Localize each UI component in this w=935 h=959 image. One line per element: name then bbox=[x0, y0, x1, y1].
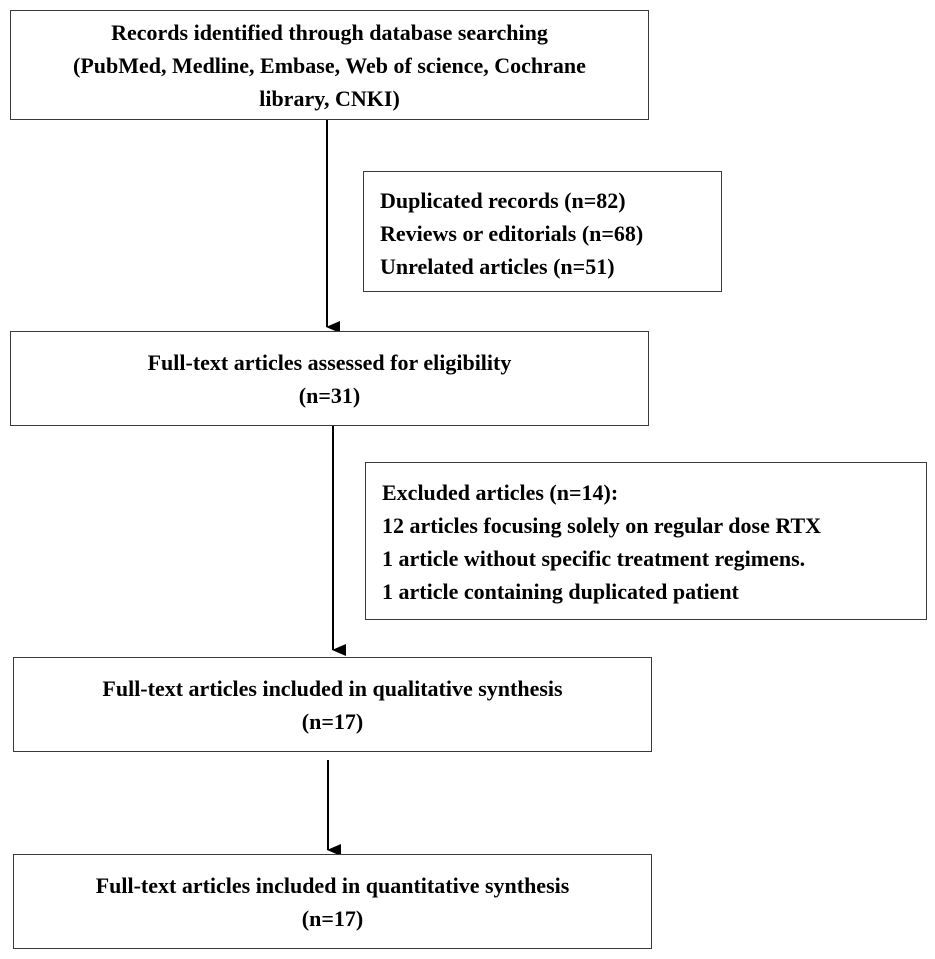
excluded-articles-text-clip: Excluded articles (n=14): 12 articles fo… bbox=[382, 476, 926, 606]
qualitative-synthesis-line-1: Full-text articles included in qualitati… bbox=[102, 675, 563, 701]
records-identified-line-2: (PubMed, Medline, Embase, Web of science… bbox=[73, 52, 586, 78]
excluded-no-regimen-line: 1 article without specific treatment reg… bbox=[382, 546, 806, 571]
quantitative-synthesis-line-2: (n=17) bbox=[301, 905, 364, 931]
unrelated-articles-line: Unrelated articles (n=51) bbox=[380, 254, 615, 279]
records-identified-line-3: library, CNKI) bbox=[259, 85, 400, 111]
records-identified-line-1: Records identified through database sear… bbox=[111, 19, 548, 45]
qualitative-synthesis-line-2: (n=17) bbox=[301, 708, 364, 734]
qualitative-synthesis-box: Full-text articles included in qualitati… bbox=[13, 657, 652, 752]
full-text-assessed-line-1: Full-text articles assessed for eligibil… bbox=[147, 349, 512, 375]
records-removed-box: Duplicated records (n=82) Reviews or edi… bbox=[363, 171, 722, 292]
reviews-editorials-line: Reviews or editorials (n=68) bbox=[380, 221, 644, 246]
records-identified-box: Records identified through database sear… bbox=[10, 10, 649, 120]
quantitative-synthesis-box: Full-text articles included in quantitat… bbox=[13, 854, 652, 949]
duplicated-records-line: Duplicated records (n=82) bbox=[380, 188, 626, 213]
excluded-duplicated-patient-line: 1 article containing duplicated patient bbox=[382, 579, 739, 604]
full-text-assessed-box: Full-text articles assessed for eligibil… bbox=[10, 331, 649, 426]
quantitative-synthesis-line-1: Full-text articles included in quantitat… bbox=[95, 872, 570, 898]
excluded-articles-heading: Excluded articles (n=14): bbox=[382, 480, 619, 505]
excluded-articles-box: Excluded articles (n=14): 12 articles fo… bbox=[365, 462, 927, 620]
full-text-assessed-line-2: (n=31) bbox=[298, 382, 361, 408]
excluded-regular-dose-line: 12 articles focusing solely on regular d… bbox=[382, 513, 822, 538]
